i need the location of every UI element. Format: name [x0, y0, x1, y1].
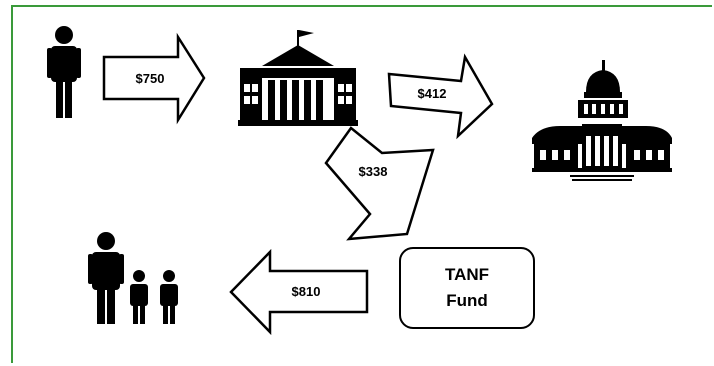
- capitol-building-icon: [532, 60, 672, 181]
- diagram-frame: [11, 5, 712, 363]
- arrow-label-338: $338: [359, 164, 388, 179]
- tanf-fund-line1: TANF: [444, 265, 490, 284]
- arrow-750: $750: [102, 32, 206, 125]
- arrow-label-810: $810: [292, 284, 321, 299]
- arrow-label-412: $412: [418, 86, 447, 101]
- tanf-fund-line2: Fund: [446, 291, 488, 310]
- arrow-412: $412: [387, 53, 494, 140]
- arrow-label-750: $750: [136, 71, 165, 86]
- person-icon: [47, 26, 81, 118]
- arrow-810: $810: [229, 248, 369, 336]
- state-building-icon: [238, 30, 358, 126]
- tanf-fund-box: TANF Fund: [399, 247, 535, 329]
- arrow-338: $338: [324, 126, 435, 241]
- family-icon: [88, 232, 178, 324]
